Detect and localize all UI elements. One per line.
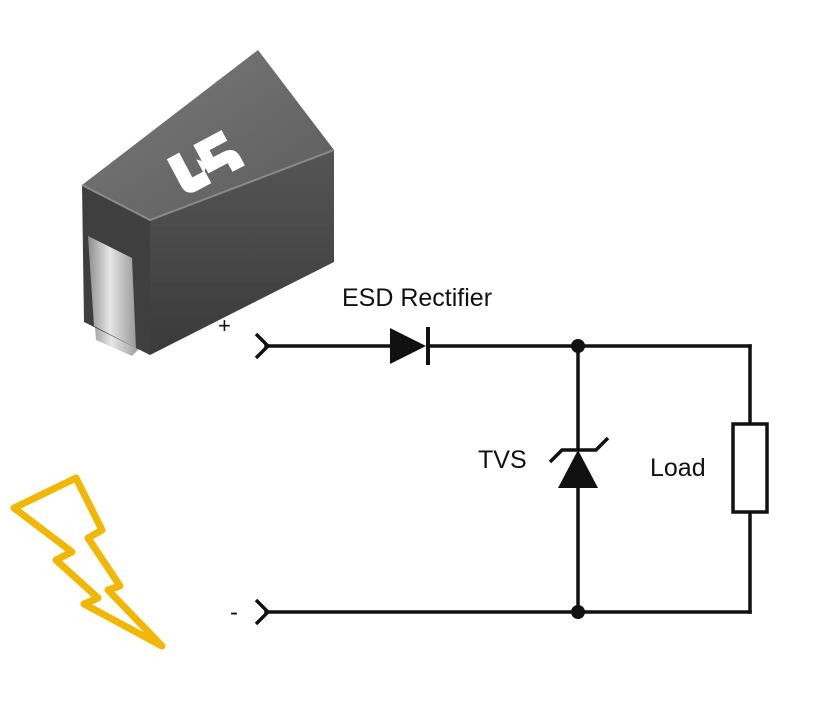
manufacturer-logo-icon — [166, 130, 245, 193]
circuit-wires — [264, 344, 752, 614]
tvs-label: TVS — [478, 446, 527, 474]
smd-diode-package-icon — [81, 50, 335, 356]
esd-rectifier-label: ESD Rectifier — [342, 284, 492, 312]
esd-rectifier-symbol — [390, 327, 430, 365]
lightning-bolt-icon — [10, 474, 166, 650]
package-edge — [81, 149, 335, 222]
junction-dot-bottom — [571, 605, 585, 619]
tvs-diode-symbol — [548, 436, 610, 488]
package-top-face — [82, 50, 334, 220]
input-terminal-plus — [254, 332, 271, 360]
package-terminal-band — [88, 236, 136, 348]
package-front-face — [150, 150, 334, 355]
junction-dot-top — [571, 339, 585, 353]
load-resistor-symbol — [731, 422, 769, 514]
minus-terminal-label: - — [230, 599, 238, 626]
load-label: Load — [650, 454, 706, 482]
input-terminal-minus — [254, 598, 271, 626]
plus-terminal-label: + — [218, 313, 231, 338]
